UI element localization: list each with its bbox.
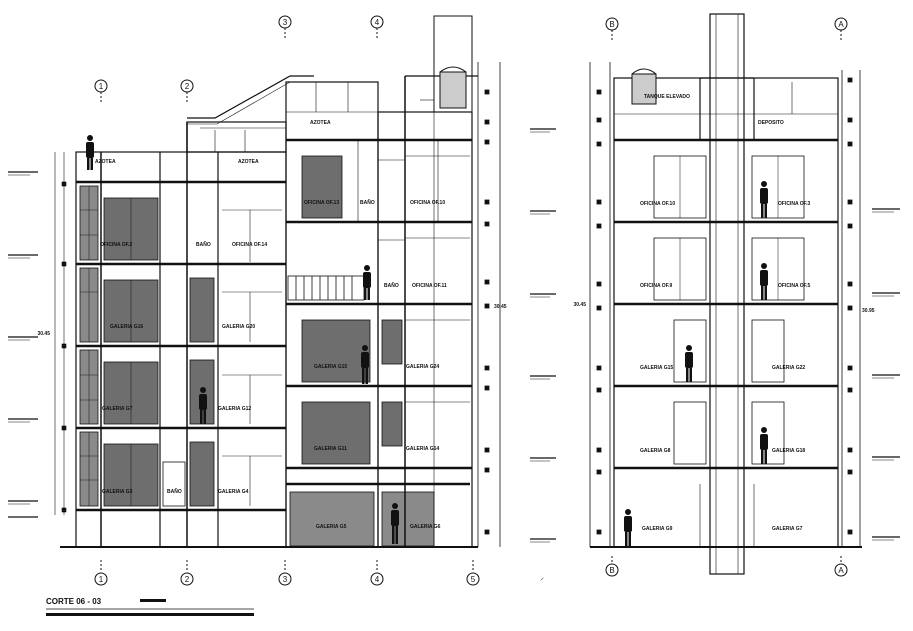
- building-section-2: [613, 13, 839, 575]
- axis-label: A: [838, 566, 844, 575]
- room-label: GALERIA G7: [102, 406, 133, 412]
- room-label: BAÑO: [167, 488, 182, 495]
- room-label: BAÑO: [196, 241, 211, 248]
- height-dimension: 30.45: [37, 331, 50, 337]
- room-label: OFICINA OF.9: [640, 283, 673, 289]
- building-right-block: [377, 75, 478, 548]
- room-label: GALERIA G9: [642, 526, 673, 532]
- water-tank-2: [631, 68, 657, 105]
- balcony-railing: [287, 275, 365, 301]
- axis-label: 3: [283, 18, 288, 27]
- level-marks-right: [872, 208, 900, 541]
- section-1: 1 2 3 4 1 2 3 4 5: [8, 15, 556, 586]
- room-label: GALERIA G15: [314, 364, 347, 370]
- axis-label: B: [609, 566, 614, 575]
- room-label: OFICINA OF.3: [778, 201, 811, 207]
- axis-label: 2: [185, 82, 190, 91]
- room-label: OFICINA OF.13: [304, 200, 339, 206]
- room-label: OFICINA OF.14: [232, 242, 267, 248]
- dimension-column-left-2: [589, 62, 611, 547]
- level-marks-left: [8, 171, 38, 518]
- mullions-left: [80, 186, 282, 506]
- human-figures-2: [624, 181, 768, 546]
- room-label: GALERIA G24: [406, 364, 439, 370]
- axis-label: 2: [185, 575, 190, 584]
- axis-label: 1: [99, 575, 104, 584]
- room-label: GALERIA G15: [640, 365, 673, 371]
- room-label: OFICINA OF.2: [100, 242, 133, 248]
- north-tick: ⸝: [540, 573, 544, 582]
- room-label: OFICINA OF.11: [412, 283, 447, 289]
- section-2: [589, 13, 900, 577]
- room-label: GALERIA G8: [640, 448, 671, 454]
- room-label: GALERIA G3: [102, 489, 133, 495]
- axis-label: 3: [283, 575, 288, 584]
- room-label: GALERIA G18: [772, 448, 805, 454]
- axis-markers-2: [605, 17, 848, 577]
- room-label: OFICINA OF.10: [410, 200, 445, 206]
- room-label: AZOTEA: [310, 120, 331, 126]
- room-label: GALERIA G4: [218, 489, 249, 495]
- room-label: GALERIA G6: [410, 524, 441, 530]
- water-tank: [420, 15, 473, 113]
- height-dimension-right-2: 30.95: [862, 308, 875, 314]
- height-dimension-right: 30.45: [494, 304, 507, 310]
- room-label: BAÑO: [360, 199, 375, 206]
- axis-label: 5: [471, 575, 476, 584]
- dimension-column-right-2: [841, 70, 861, 547]
- room-label: GALERIA G11: [314, 446, 347, 452]
- openings-section-2: [653, 155, 805, 547]
- axis-markers-bottom-1: [94, 560, 480, 586]
- room-label: TANQUE ELEVADO: [644, 94, 690, 100]
- room-label: OFICINA OF.10: [640, 201, 675, 207]
- human-figures-1: [86, 135, 399, 544]
- room-label: AZOTEA: [95, 159, 116, 165]
- axis-label: A: [838, 20, 844, 29]
- room-label: GALERIA G5: [316, 524, 347, 530]
- room-label: AZOTEA: [238, 159, 259, 165]
- height-dimension-left-2: 30.45: [573, 302, 586, 308]
- dimension-column-right-1: [477, 62, 501, 547]
- axis-label: 4: [375, 18, 380, 27]
- room-label: GALERIA G7: [772, 526, 803, 532]
- room-label: GALERIA G20: [222, 324, 255, 330]
- glazing-panels-mid: [289, 155, 435, 547]
- room-label: GALERIA G22: [772, 365, 805, 371]
- room-label: GALERIA G12: [218, 406, 251, 412]
- axis-label: 4: [375, 575, 380, 584]
- title-block: CORTE 06 - 03: [46, 597, 254, 616]
- axis-label: B: [609, 20, 614, 29]
- level-marks-mid: [530, 128, 556, 543]
- room-label: GALERIA G16: [110, 324, 143, 330]
- dimension-line-left: [54, 152, 67, 515]
- room-labels-2: TANQUE ELEVADO DEPOSITO OFICINA OF.10 OF…: [640, 94, 811, 532]
- axis-markers-top-1: [94, 15, 384, 102]
- room-label: OFICINA OF.5: [778, 283, 811, 289]
- axis-label: 1: [99, 82, 104, 91]
- room-label: DEPOSITO: [758, 120, 784, 126]
- drawing-title: CORTE 06 - 03: [46, 597, 102, 606]
- room-label: GALERIA G14: [406, 446, 439, 452]
- room-labels-1: AZOTEA AZOTEA AZOTEA OFICINA OF.2 BAÑO O…: [95, 120, 447, 530]
- room-label: BAÑO: [384, 282, 399, 289]
